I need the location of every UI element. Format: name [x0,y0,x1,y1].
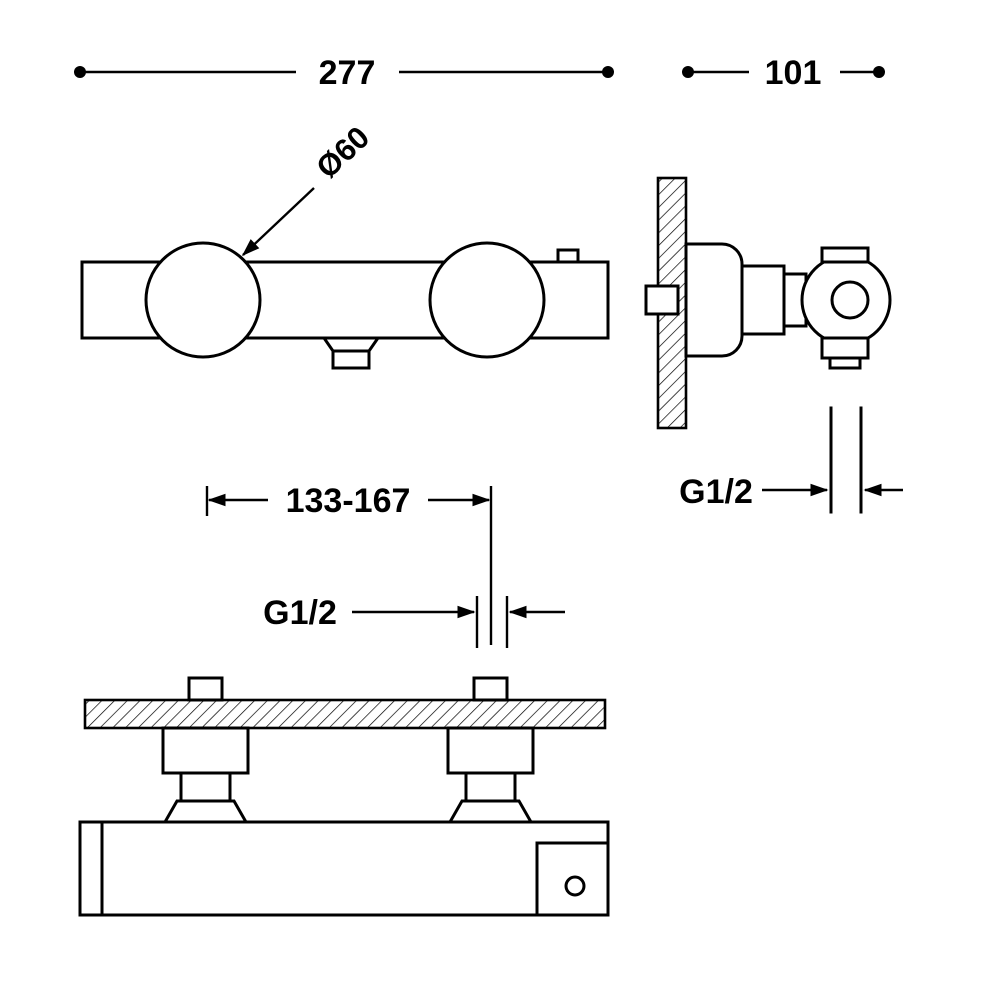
handle-diameter-label: Ø60 [309,120,376,186]
left-handle-knob [144,241,262,359]
right-inlet-horn [447,799,534,824]
dimension-inlet-spacing: 133-167 [205,482,493,645]
wall-strip-hatch [83,698,607,730]
bottom-view [78,676,610,917]
outlet-stub [828,356,862,370]
body-top-tab [556,248,580,264]
inlet-spacing-label: 133-167 [286,482,411,520]
dimension-side-thread: G1/2 [679,473,903,511]
side-thread-label: G1/2 [679,473,753,511]
left-union-nut [179,771,232,803]
right-handle-knob [428,241,546,359]
handle-diameter-callout: Ø60 [241,120,376,257]
handle-hub [830,280,870,320]
left-supply-stub [187,676,224,702]
leader-arrow [241,187,315,257]
mixer-body-side [740,264,786,336]
handle-top-lug [820,246,870,264]
right-escutcheon [446,726,535,775]
side-view [644,176,892,514]
dimension-overall-width: 277 [74,54,614,92]
left-inlet-horn [162,799,249,824]
left-escutcheon [161,726,250,775]
mixer-body-bottom [78,820,610,917]
dimension-overall-depth: 101 [682,54,885,92]
handle-bottom-lug [820,336,870,360]
bottom-thread-label: G1/2 [263,594,337,632]
dimension-bottom-thread: G1/2 [263,594,565,648]
stop-button [564,875,586,897]
front-view [80,241,610,370]
handle-face [800,254,892,346]
outlet-connector [331,349,371,370]
supply-fitting [644,284,680,316]
overall-depth-label: 101 [765,54,822,92]
right-supply-stub [472,676,509,702]
outlet-collar [321,336,381,353]
right-union-nut [464,771,517,803]
escutcheon-profile [684,242,744,358]
overall-width-label: 277 [319,54,376,92]
